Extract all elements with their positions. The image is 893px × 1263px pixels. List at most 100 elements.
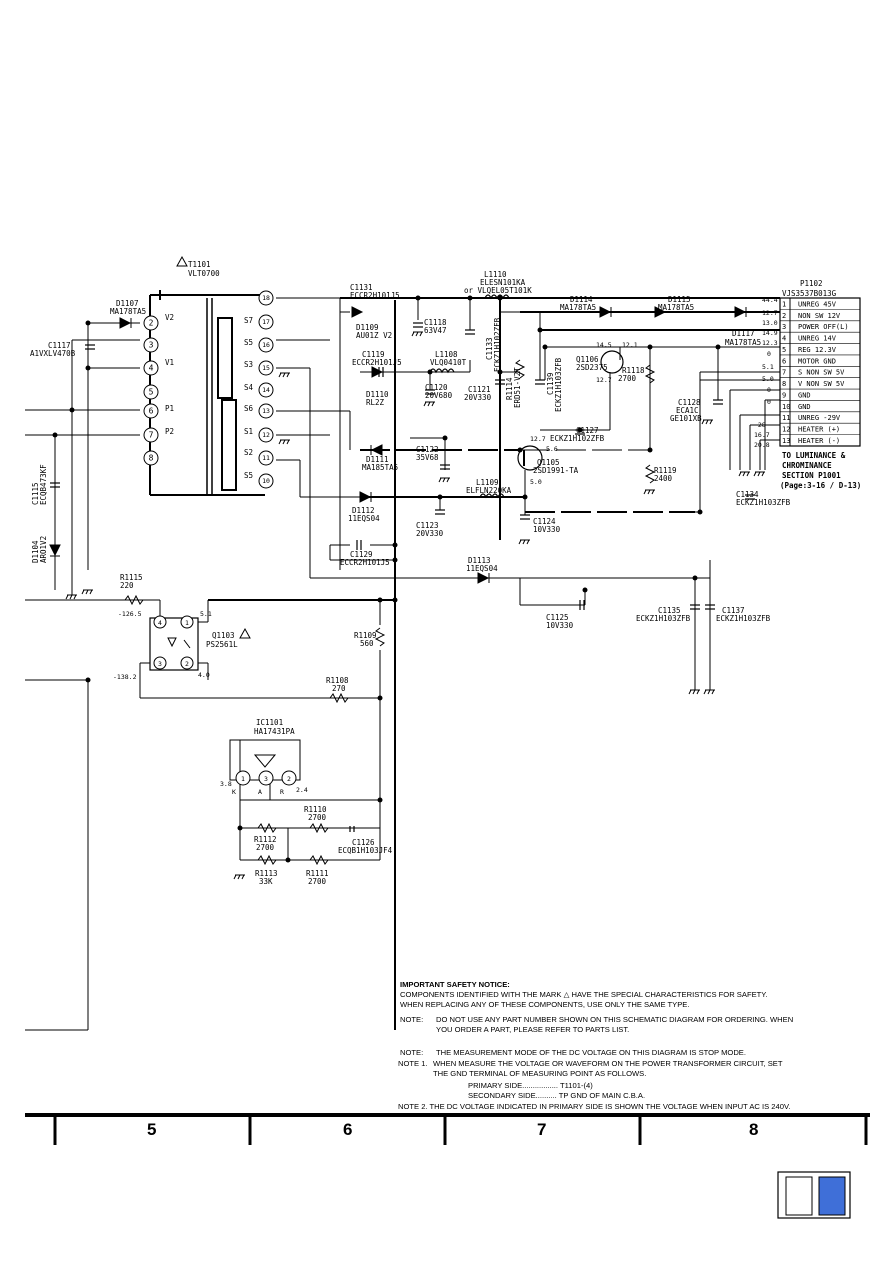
- c1126-ref: C1126: [352, 838, 375, 847]
- connector-pin-number: 3: [782, 323, 786, 331]
- q1106-ref: Q1106: [576, 355, 599, 364]
- junction-dots: [52, 295, 721, 863]
- d1107-part: MA178TA5: [110, 307, 146, 316]
- opto-pin: 2: [185, 660, 189, 668]
- connector-pin-name: S NON SW 5V: [798, 369, 845, 377]
- opto-pins: 4 1 3 2: [158, 619, 189, 668]
- r1112-part: 2700: [256, 843, 275, 852]
- connector-pin-number: 4: [782, 335, 786, 343]
- c1125-ref: C1125: [546, 613, 569, 622]
- inductors: [429, 294, 510, 499]
- t-pin: 16: [262, 341, 270, 349]
- c1115-part: ECQB473KF: [39, 464, 48, 505]
- c1125-part: 10V330: [546, 621, 574, 630]
- voltage: 12.7: [762, 309, 778, 317]
- ic1101-ref: IC1101: [256, 718, 283, 727]
- l1108-part: VLQ0410T: [430, 358, 467, 367]
- voltage: 12.3: [762, 339, 778, 347]
- p1102-ref: P1102: [800, 279, 823, 288]
- connector-pin-name: GND: [798, 391, 811, 399]
- r1119-ref: R1119: [654, 466, 677, 475]
- connector-pin-number: 11: [782, 414, 790, 422]
- t-pin: 6: [149, 407, 154, 416]
- c1131-ref: C1131: [350, 283, 373, 292]
- safety-notice-text: COMPONENTS IDENTIFIED WITH THE MARK: [400, 990, 562, 999]
- c1128-part: ECA1C: [676, 406, 699, 415]
- connector-pin-name: HEATER (-): [798, 437, 840, 445]
- t1101-part: VLT0700: [188, 269, 220, 278]
- safety-notice-line2: WHEN REPLACING ANY OF THESE COMPONENTS, …: [400, 1000, 690, 1009]
- note1-b: THE GND TERMINAL OF MEASURING POINT AS F…: [433, 1069, 647, 1078]
- voltage: 5.1: [200, 610, 212, 618]
- winding-label: S4: [244, 383, 254, 392]
- t-pin: 3: [149, 341, 154, 350]
- dest-line: TO LUMINANCE &: [782, 451, 846, 460]
- d1112-ref: D1112: [352, 506, 375, 515]
- safety-notice-line1: COMPONENTS IDENTIFIED WITH THE MARK △ HA…: [400, 990, 767, 1000]
- c1126-part: ECQB1H103JF4: [338, 846, 393, 855]
- d1107-ref: D1107: [116, 299, 139, 308]
- voltage: 44.4: [762, 296, 778, 304]
- winding-label: S1: [244, 427, 253, 436]
- c1129-ref: C1129: [350, 550, 373, 559]
- connector-pin-number: 10: [782, 403, 790, 411]
- t-pin: 2: [149, 319, 154, 328]
- c1137-part: ECKZ1H103ZFB: [716, 614, 771, 623]
- ic-pin: 3: [264, 775, 268, 783]
- note-a2: YOU ORDER A PART, PLEASE REFER TO PARTS …: [436, 1025, 630, 1034]
- connector-pin-number: 13: [782, 437, 790, 445]
- r1109-part: 560: [360, 639, 374, 648]
- wiring: [25, 290, 780, 1031]
- c1134-part: ECKZ1H103ZFB: [736, 498, 791, 507]
- note2: NOTE 2. THE DC VOLTAGE INDICATED IN PRIM…: [398, 1102, 791, 1111]
- voltage: -138.2: [113, 673, 137, 681]
- voltage: 5.0: [762, 375, 774, 383]
- ic-pin-labels: K A R 1 2 3: [232, 775, 291, 796]
- t-pin: 10: [262, 477, 270, 485]
- c1134-ref: C1134: [736, 490, 759, 499]
- winding-label: S5: [244, 338, 253, 347]
- voltage: 14.9: [762, 329, 778, 337]
- winding-label: S2: [244, 448, 253, 457]
- connector-pin-number: 9: [782, 391, 786, 399]
- note-label: NOTE:: [400, 1048, 424, 1057]
- c1122-ref: C1122: [416, 445, 439, 454]
- connector-pin-name: HEATER (+): [798, 426, 840, 434]
- winding-label: S3: [244, 360, 253, 369]
- zone-ruler: [25, 1113, 870, 1145]
- winding-label: V2: [165, 313, 174, 322]
- t-pin: 15: [262, 364, 270, 372]
- d1114-ref: D1114: [570, 295, 593, 304]
- l1108-ref: L1108: [435, 350, 458, 359]
- note-label: NOTE:: [400, 1015, 424, 1024]
- diode-symbols: [49, 306, 747, 584]
- d1104-part: ARO1V2: [39, 536, 48, 563]
- t-pin: 5: [149, 388, 154, 397]
- c1117-ref: C1117: [48, 341, 71, 350]
- voltage: 12.7: [596, 376, 612, 384]
- note1-a: WHEN MEASURE THE VOLTAGE OR WAVEFORM ON …: [433, 1059, 783, 1068]
- t-pin: 18: [262, 294, 270, 302]
- winding-label: V1: [165, 358, 174, 367]
- d1111-part: MA185TA5: [362, 463, 398, 472]
- r1114-ref: R1114: [505, 377, 514, 400]
- safety-notice-text: HAVE THE SPECIAL CHARACTERISTICS FOR SAF…: [571, 990, 768, 999]
- optocoupler-symbols: [153, 615, 194, 670]
- winding-label: P2: [165, 427, 174, 436]
- voltage: 3.8: [220, 780, 232, 788]
- winding-label: S5: [244, 471, 253, 480]
- d1109-ref: D1109: [356, 323, 379, 332]
- p1102-part: VJS3537B013G: [782, 289, 837, 298]
- r1115-part: 220: [120, 581, 134, 590]
- r1119-part: 2400: [654, 474, 673, 483]
- r1115-ref: R1115: [120, 573, 143, 582]
- c1124-part: 10V330: [533, 525, 561, 534]
- t-pin: 8: [149, 454, 154, 463]
- r1111-part: 2700: [308, 877, 327, 886]
- d1110-part: RL2Z: [366, 398, 385, 407]
- c1121-part: 20V330: [464, 393, 492, 402]
- r1118-ref: R1118: [622, 366, 645, 375]
- connector-pin-name: GND: [798, 403, 811, 411]
